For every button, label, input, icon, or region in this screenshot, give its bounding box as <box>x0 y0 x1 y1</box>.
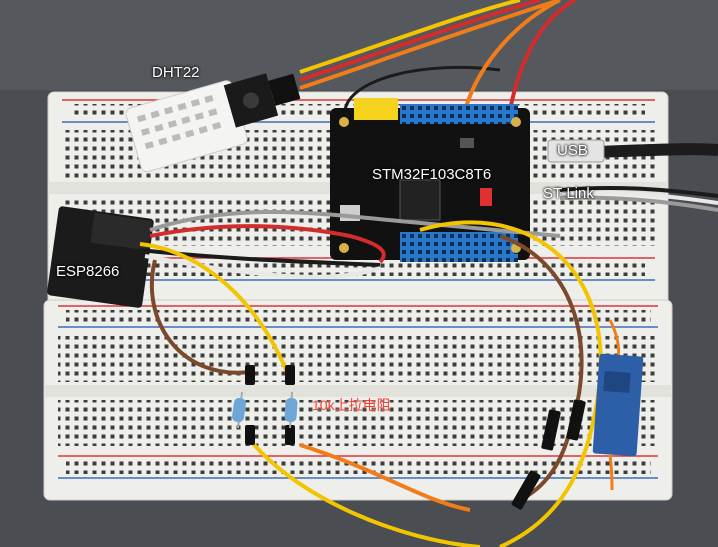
dht22-label: DHT22 <box>152 64 200 81</box>
jumper-wires <box>139 210 620 547</box>
jumper-heads <box>245 365 586 510</box>
relay-module <box>592 353 644 457</box>
stlink-label: ST-Link <box>543 185 594 202</box>
pull-up-resistors <box>232 391 298 429</box>
stlink-cables <box>559 185 718 212</box>
mcu-label: STM32F103C8T6 <box>372 166 492 183</box>
dht22-sensor <box>125 73 301 173</box>
usb-label: USB <box>557 142 588 159</box>
esp8266-module <box>47 206 154 308</box>
usb-cable <box>547 139 718 163</box>
esp8266-label: ESP8266 <box>56 263 120 280</box>
resistor-label: 10k上拉电阻 <box>312 397 391 413</box>
dht22-wires <box>299 0 576 111</box>
